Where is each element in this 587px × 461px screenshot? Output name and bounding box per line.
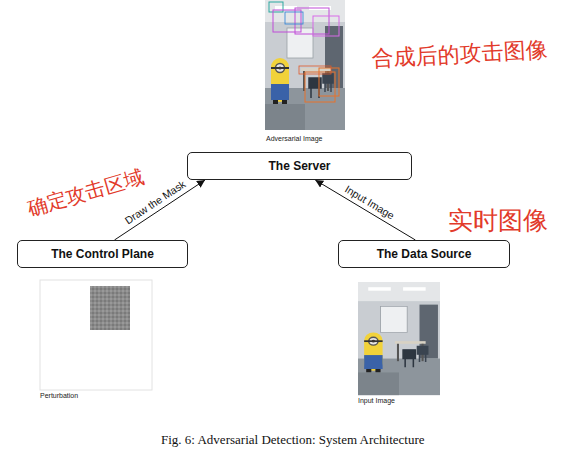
box-label: The Data Source [377,247,472,261]
detection-box [273,10,301,32]
detection-box [305,72,335,102]
image-caption: Input Image [358,397,395,404]
detection-box [313,16,339,36]
figure-caption: Fig. 6: Adversarial Detection: System Ar… [161,432,425,448]
input-photo [358,282,440,395]
detection-box [319,68,339,96]
mask-patch [90,286,130,330]
edge-label: Input Image [343,183,397,222]
handwritten-note: 合成后的攻击图像 [371,35,548,74]
flow-arrow [315,180,415,240]
box-label: The Server [268,159,330,173]
image-caption: Adversarial Image [266,135,322,142]
adversarial-photo [265,0,345,130]
detection-box [299,66,331,74]
detection-box [285,12,303,24]
room-scene [358,282,440,395]
handwritten-note: 实时图像 [448,204,548,237]
control-plane-box: The Control Plane [17,240,188,268]
data-source-box: The Data Source [338,240,510,268]
room-scene [265,0,345,130]
image-caption: Perturbation [40,392,78,399]
box-label: The Control Plane [51,247,154,261]
perturbation-mask [40,280,152,390]
server-box: The Server [187,152,412,180]
mask-frame [40,280,152,390]
connector-layer [114,180,415,240]
